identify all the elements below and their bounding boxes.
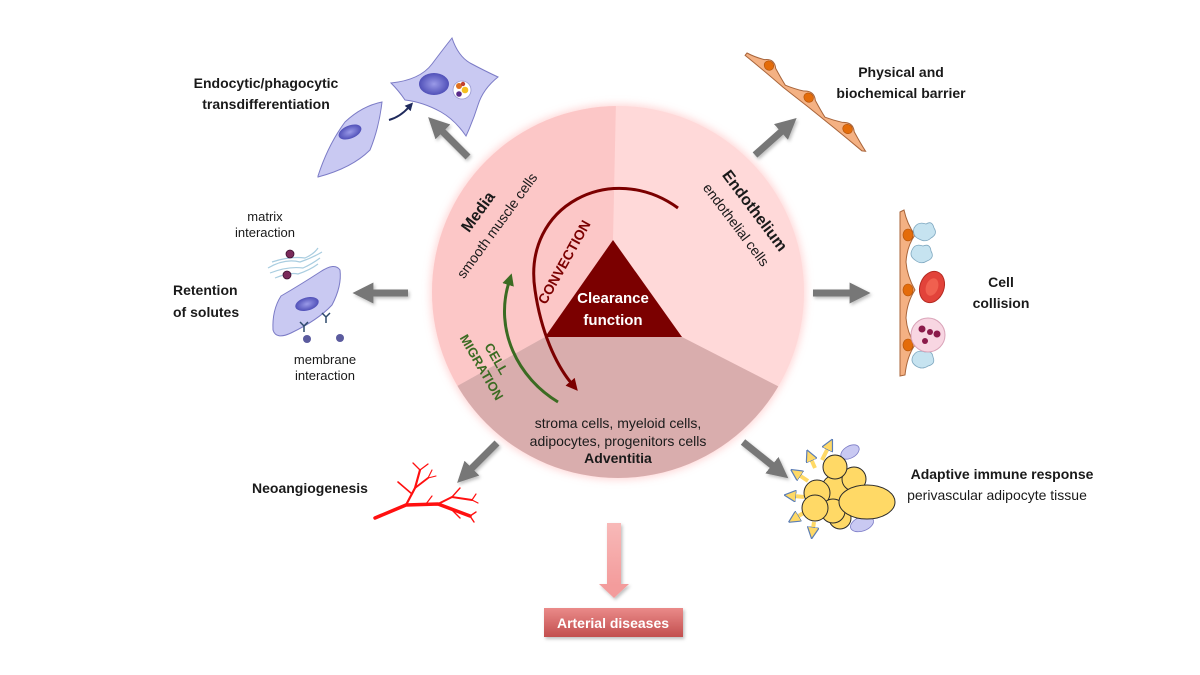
arrow-to-barrier [752,117,797,158]
collision-label-line2: collision [973,295,1030,311]
matrix-interaction-line1: matrix [247,209,283,224]
retention-label-line1: Retention [173,282,238,298]
adventitia-label: Adventitia [584,450,652,466]
barrier-label-line2: biochemical barrier [836,85,966,101]
arrow-to-neoangiogenesis [457,440,500,483]
clearance-title-line1: Clearance [577,290,649,307]
immune-response-label-line1: Adaptive immune response [911,466,1094,482]
adventitia-cells-line1: stroma cells, myeloid cells, [535,415,702,431]
cell-migration-arrow [502,273,559,404]
membrane-interaction-line2: interaction [295,368,355,383]
phagocytic-cell-icon [389,36,499,138]
transdifferentiation-small-arrow [388,102,414,121]
solute-retention-cell-icon [267,247,344,343]
blood-vessel-branch-icon [373,462,479,523]
cell-collision-icon [899,209,946,377]
convection-arrow [532,186,679,391]
adipocyte-cluster-icon [794,442,896,535]
arterial-diseases-label: Arterial diseases [557,615,669,631]
endothelial-barrier-icon [744,52,867,152]
matrix-interaction-line2: interaction [235,225,295,240]
barrier-label-line1: Physical and [858,64,944,80]
arrow-to-transdifferentiation [428,117,471,160]
retention-label-line2: of solutes [173,304,239,320]
transdifferentiation-label-line1: Endocytic/phagocytic [194,75,339,91]
collision-label-line1: Cell [988,274,1014,290]
arrow-to-arterial-diseases [599,523,629,598]
adventitia-cells-line2: adipocytes, progenitors cells [530,433,707,449]
clearance-function-triangle [545,240,682,337]
immune-response-label-line2: perivascular adipocyte tissue [907,487,1087,503]
membrane-interaction-line1: membrane [294,352,356,367]
neoangiogenesis-label: Neoangiogenesis [252,480,368,496]
transdifferentiation-label-line2: transdifferentiation [202,96,330,112]
arterial-diseases-box [544,608,683,637]
arrow-to-immune-response [740,439,789,479]
clearance-title-line2: function [583,312,642,329]
smooth-muscle-cell-icon [317,101,383,178]
